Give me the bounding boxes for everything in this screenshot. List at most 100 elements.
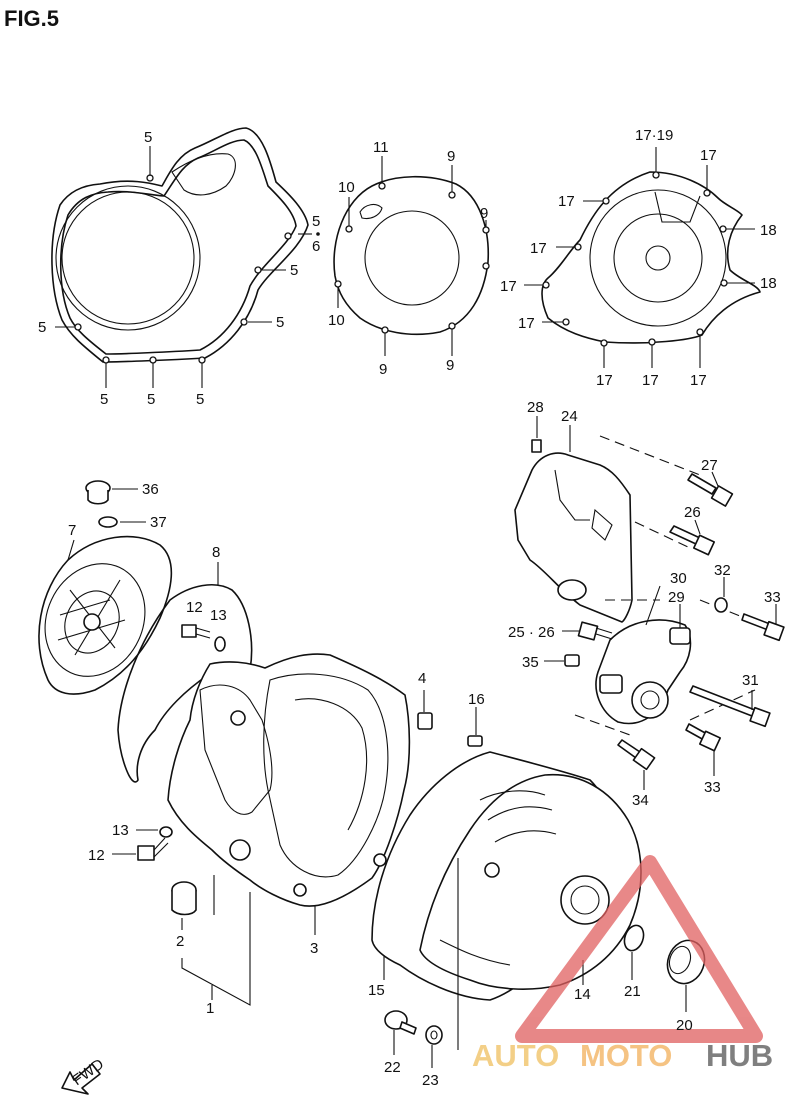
oil-filler-cap[interactable] <box>85 480 111 505</box>
callout-5-e: 5 <box>38 319 46 336</box>
callout-27: 27 <box>701 457 718 474</box>
gasket-8[interactable] <box>117 584 253 783</box>
callout-22: 22 <box>384 1059 401 1076</box>
callout-18-a: 18 <box>760 222 777 239</box>
callout-2: 2 <box>176 933 184 950</box>
dowel-16[interactable] <box>467 735 483 747</box>
fwd-label: FWD <box>69 1056 107 1090</box>
callout-5-g: 5 <box>147 391 155 408</box>
callout-21: 21 <box>624 983 641 1000</box>
water-pump-30[interactable] <box>595 619 692 725</box>
callout-17-19: 17·19 <box>635 127 673 144</box>
crankcase-cover-1[interactable] <box>167 653 411 907</box>
callout-5-a: 5 <box>144 129 152 146</box>
callout-16: 16 <box>468 691 485 708</box>
callout-36: 36 <box>142 481 159 498</box>
callout-8: 8 <box>212 544 220 561</box>
callout-17-d: 17 <box>500 278 517 295</box>
callout-12-a: 12 <box>186 599 203 616</box>
washer-23[interactable] <box>425 1025 443 1045</box>
callout-17-b: 17 <box>558 193 575 210</box>
watermark-auto: AUTO <box>472 1038 559 1073</box>
callout-30: 30 <box>670 570 687 587</box>
callout-33-a: 33 <box>764 589 781 606</box>
callout-12-b: 12 <box>88 847 105 864</box>
cover-7[interactable] <box>27 535 173 695</box>
watermark-hub: HUB <box>706 1038 773 1073</box>
bolt-27[interactable] <box>687 473 734 507</box>
callout-13-b: 13 <box>112 822 129 839</box>
callout-17-f: 17 <box>596 372 613 389</box>
callout-34: 34 <box>632 792 649 809</box>
callout-1: 1 <box>206 1000 214 1017</box>
washer-13-upper[interactable] <box>214 636 226 652</box>
callout-17-g: 17 <box>642 372 659 389</box>
callout-5-h: 5 <box>196 391 204 408</box>
gasket3-leaders <box>524 147 755 368</box>
callout-28: 28 <box>527 399 544 416</box>
callout-20: 20 <box>676 1017 693 1034</box>
dowel-2[interactable] <box>171 881 197 916</box>
gasket-generator-cover[interactable] <box>541 171 761 347</box>
callout-3: 3 <box>310 940 318 957</box>
callout-15: 15 <box>368 982 385 999</box>
callout-dot <box>316 232 320 236</box>
callout-labels: 5 5 6 5 5 5 5 5 5 11 9 10 9 10 9 9 17·19… <box>38 127 781 1089</box>
callout-5-c: 5 <box>290 262 298 279</box>
callout-11: 11 <box>373 139 389 156</box>
cap-o-ring[interactable] <box>98 516 118 528</box>
washer-32[interactable] <box>714 597 728 613</box>
callout-6: 6 <box>312 238 320 255</box>
generator-cover-14[interactable] <box>419 773 642 990</box>
callout-5-d: 5 <box>276 314 284 331</box>
callout-5-b: 5 <box>312 213 320 230</box>
watermark-triangle-icon <box>515 855 763 1043</box>
callout-9-c: 9 <box>379 361 387 378</box>
leader-26 <box>694 519 701 535</box>
callout-7: 7 <box>68 522 76 539</box>
callout-17-e: 17 <box>518 315 535 332</box>
gasket1-leaders <box>55 146 312 388</box>
bolt-33-upper[interactable] <box>741 613 785 642</box>
dowel-28[interactable] <box>531 439 542 453</box>
callout-10-a: 10 <box>338 179 355 196</box>
gasket2-leaders <box>337 156 487 356</box>
bolt-33-lower[interactable] <box>685 723 722 752</box>
callout-9-a: 9 <box>447 148 455 165</box>
cover-24[interactable] <box>514 452 633 623</box>
callout-32: 32 <box>714 562 731 579</box>
bolt-12-lower[interactable] <box>137 837 169 861</box>
callout-9-b: 9 <box>480 205 488 222</box>
washer-13-lower[interactable] <box>159 826 173 838</box>
bolt-26[interactable] <box>669 525 716 556</box>
callout-4: 4 <box>418 670 426 687</box>
callout-35: 35 <box>522 654 539 671</box>
callout-17-h: 17 <box>690 372 707 389</box>
callout-24: 24 <box>561 408 578 425</box>
callout-17-a: 17 <box>700 147 717 164</box>
bolt-25-26[interactable] <box>577 621 613 641</box>
bolt-34[interactable] <box>617 739 656 771</box>
callout-23: 23 <box>422 1072 439 1089</box>
watermark-logo: AUTO MOTO HUB <box>472 855 773 1073</box>
callout-25-26: 25 · 26 <box>508 624 555 641</box>
dowel-35[interactable] <box>564 654 580 667</box>
callout-14: 14 <box>574 986 591 1003</box>
gasket-clutch-cover[interactable] <box>333 175 490 336</box>
callout-33-b: 33 <box>704 779 721 796</box>
watermark-moto: MOTO <box>580 1038 672 1073</box>
gasket-holes <box>74 174 292 364</box>
plug-21[interactable] <box>621 923 647 954</box>
cap-20[interactable] <box>662 935 711 989</box>
bolt-22[interactable] <box>384 1010 417 1035</box>
callout-13-a: 13 <box>210 607 227 624</box>
callout-26: 26 <box>684 504 701 521</box>
callout-31: 31 <box>742 672 759 689</box>
dowel-pin-4[interactable] <box>417 712 433 730</box>
bolt-31[interactable] <box>689 685 771 728</box>
bolt-12-upper[interactable] <box>181 624 211 639</box>
callout-9-d: 9 <box>446 357 454 374</box>
callout-18-b: 18 <box>760 275 777 292</box>
gasket-crankcase-cover[interactable] <box>51 127 309 364</box>
